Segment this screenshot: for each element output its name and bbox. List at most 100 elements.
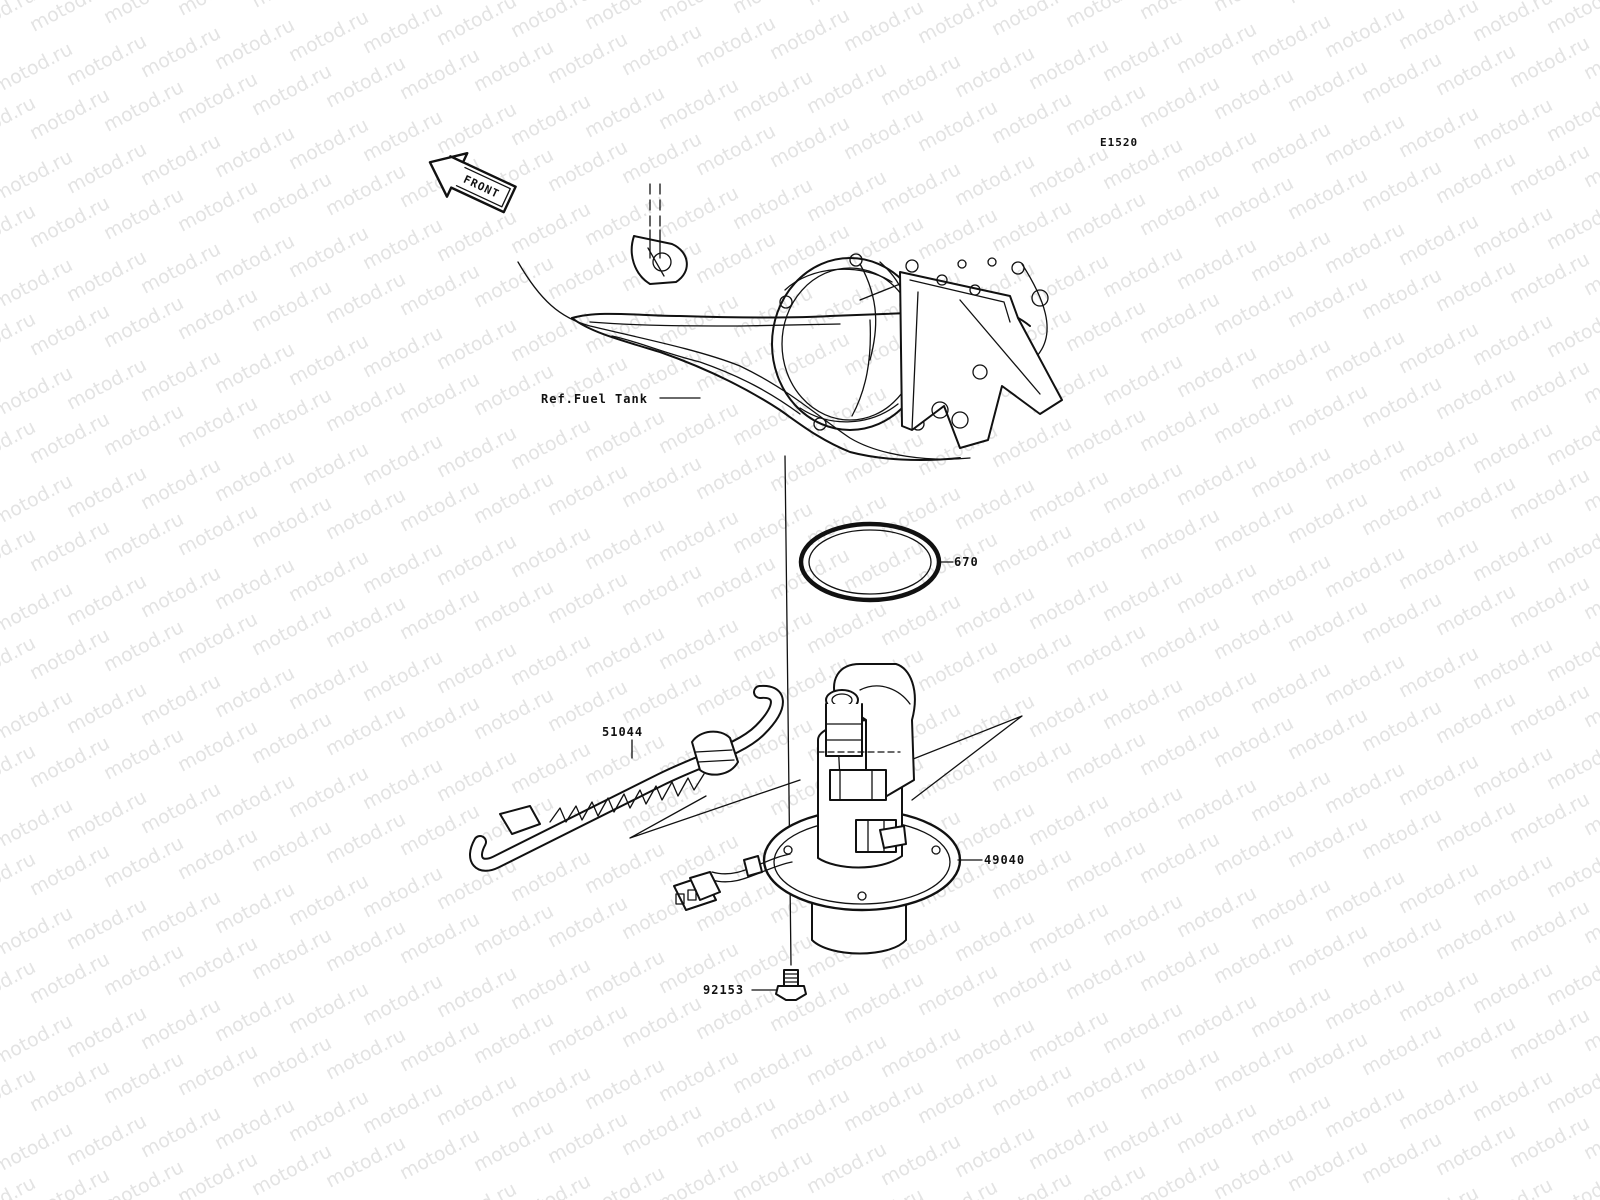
watermark-text: motod.ru xyxy=(0,686,76,746)
watermark-text: motod.ru xyxy=(1062,80,1149,140)
watermark-text: motod.ru xyxy=(1247,10,1334,70)
watermark-text: motod.ru xyxy=(1469,1174,1556,1200)
watermark-text: motod.ru xyxy=(1062,188,1149,248)
watermark-text: motod.ru xyxy=(581,406,668,466)
watermark-text: motod.ru xyxy=(1136,180,1223,240)
watermark-text: motod.ru xyxy=(1025,898,1112,958)
watermark-text: motod.ru xyxy=(618,1100,705,1160)
watermark-text: motod.ru xyxy=(1284,812,1371,872)
watermark-text: motod.ru xyxy=(1210,604,1297,664)
watermark-text: motod.ru xyxy=(100,1156,187,1200)
watermark-text: motod.ru xyxy=(26,840,113,900)
watermark-text: motod.ru xyxy=(248,924,335,984)
watermark-text: motod.ru xyxy=(1469,634,1556,694)
watermark-text: motod.ru xyxy=(285,330,372,390)
watermark-text: motod.ru xyxy=(211,446,298,506)
watermark-text: motod.ru xyxy=(1247,766,1334,826)
watermark-text: motod.ru xyxy=(322,1132,409,1192)
watermark-text: motod.ru xyxy=(1469,418,1556,478)
watermark-text: motod.ru xyxy=(433,314,520,374)
watermark-text: motod.ru xyxy=(729,1038,816,1098)
watermark-text: motod.ru xyxy=(507,0,594,42)
watermark-text: motod.ru xyxy=(1247,982,1334,1042)
watermark-text: motod.ru xyxy=(544,136,631,196)
watermark-text: motod.ru xyxy=(433,1178,520,1200)
watermark-text: motod.ru xyxy=(951,1014,1038,1074)
watermark-text: motod.ru xyxy=(1358,696,1445,756)
watermark-text: motod.ru xyxy=(1062,404,1149,464)
watermark-text: motod.ru xyxy=(322,160,409,220)
watermark-text: motod.ru xyxy=(544,244,631,304)
watermark-text: motod.ru xyxy=(766,112,853,172)
watermark-text: motod.ru xyxy=(1210,0,1297,16)
watermark-text: motod.ru xyxy=(507,1170,594,1200)
watermark-text: motod.ru xyxy=(359,646,446,706)
watermark-text: motod.ru xyxy=(951,582,1038,642)
watermark-text: motod.ru xyxy=(544,892,631,952)
watermark-text: motod.ru xyxy=(1321,974,1408,1034)
watermark-text: motod.ru xyxy=(1358,264,1445,324)
watermark-text: motod.ru xyxy=(581,0,668,34)
watermark-text: motod.ru xyxy=(1099,782,1186,842)
watermark-text: motod.ru xyxy=(174,608,261,668)
watermark-text: motod.ru xyxy=(1358,156,1445,216)
watermark-text: motod.ru xyxy=(1395,318,1482,378)
fuel-hose xyxy=(469,684,784,872)
part-number-51044: 51044 xyxy=(602,725,643,739)
watermark-text: motod.ru xyxy=(618,452,705,512)
watermark-text: motod.ru xyxy=(1321,1082,1408,1142)
watermark-text: motod.ru xyxy=(100,184,187,244)
watermark-text: motod.ru xyxy=(655,290,742,350)
watermark-text: motod.ru xyxy=(1247,658,1334,718)
watermark-text: motod.ru xyxy=(951,798,1038,858)
watermark-text: motod.ru xyxy=(174,284,261,344)
watermark-text: motod.ru xyxy=(1284,164,1371,224)
watermark-text: motod.ru xyxy=(1025,574,1112,634)
watermark-text: motod.ru xyxy=(1099,566,1186,626)
watermark-text: motod.ru xyxy=(26,300,113,360)
watermark-text: motod.ru xyxy=(396,1016,483,1076)
watermark-text: motod.ru xyxy=(211,338,298,398)
watermark-text: motod.ru xyxy=(63,786,150,846)
watermark-text: motod.ru xyxy=(1321,110,1408,170)
watermark-text: motod.ru xyxy=(1358,372,1445,432)
watermark-text: motod.ru xyxy=(1506,680,1593,740)
watermark-text: motod.ru xyxy=(100,76,187,136)
watermark-text: motod.ru xyxy=(803,274,890,334)
watermark-text: motod.ru xyxy=(26,0,113,36)
watermark-text: motod.ru xyxy=(470,684,557,744)
watermark-text: motod.ru xyxy=(248,1140,335,1200)
watermark-text: motod.ru xyxy=(1395,1182,1482,1200)
watermark-text: motod.ru xyxy=(433,206,520,266)
watermark-text: motod.ru xyxy=(100,400,187,460)
watermark-text: motod.ru xyxy=(766,1084,853,1144)
watermark-text: motod.ru xyxy=(914,960,1001,1020)
watermark-text: motod.ru xyxy=(63,678,150,738)
watermark-text: motod.ru xyxy=(396,1124,483,1184)
watermark-text: motod.ru xyxy=(1173,882,1260,942)
watermark-text: motod.ru xyxy=(1358,480,1445,540)
watermark-text: motod.ru xyxy=(1543,842,1600,902)
watermark-text: motod.ru xyxy=(1247,874,1334,934)
watermark-text: motod.ru xyxy=(63,1002,150,1062)
watermark-text: motod.ru xyxy=(359,1078,446,1138)
watermark-text: motod.ru xyxy=(137,238,224,298)
watermark-text: motod.ru xyxy=(1247,442,1334,502)
watermark-text: motod.ru xyxy=(1506,248,1593,308)
watermark-text: motod.ru xyxy=(877,482,964,542)
watermark-text: motod.ru xyxy=(1395,210,1482,270)
watermark-text: motod.ru xyxy=(1173,558,1260,618)
watermark-text: motod.ru xyxy=(618,128,705,188)
watermark-text: motod.ru xyxy=(1506,1112,1593,1172)
watermark-text: motod.ru xyxy=(174,716,261,776)
watermark-text: motod.ru xyxy=(396,584,483,644)
watermark-text: motod.ru xyxy=(1136,1152,1223,1200)
watermark-text: motod.ru xyxy=(174,500,261,560)
watermark-text: motod.ru xyxy=(26,1164,113,1200)
watermark-text: motod.ru xyxy=(248,276,335,336)
watermark-text: motod.ru xyxy=(137,562,224,622)
watermark-text: motod.ru xyxy=(26,408,113,468)
watermark-text: motod.ru xyxy=(433,962,520,1022)
watermark-text: motod.ru xyxy=(0,38,76,98)
watermark-text: motod.ru xyxy=(100,832,187,892)
